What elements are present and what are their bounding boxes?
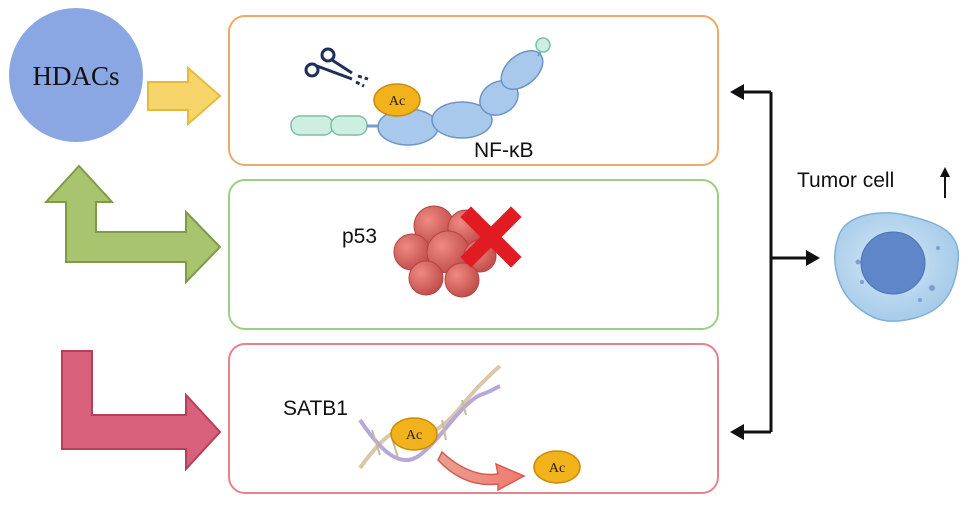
bracket-arrowhead-bottom — [730, 424, 744, 440]
satb1-acetyl-bound-label: Ac — [406, 428, 422, 443]
yellow-arrow — [147, 65, 222, 127]
satb1-acetyl-released — [533, 450, 581, 484]
nfkb-label: NF-κB — [474, 139, 534, 162]
nfkb-acetyl-label: Ac — [389, 94, 405, 109]
satb1-acetyl-released-label: Ac — [549, 461, 565, 476]
cell-nucleus — [860, 231, 926, 295]
satb1-panel: SATB1 Ac Ac — [228, 343, 719, 494]
dna-helix-icon — [358, 364, 502, 470]
nfkb-acetyl-group — [373, 83, 421, 117]
red-arrow — [61, 350, 222, 472]
p53-label: p53 — [342, 225, 377, 248]
hdacs-node: HDACs — [9, 8, 143, 142]
green-arrow — [43, 164, 222, 285]
nfkb-panel: Ac NF-κB — [228, 15, 719, 166]
hdacs-label: HDACs — [32, 61, 119, 91]
satb1-panel-border — [228, 343, 719, 494]
satb1-acetyl-bound — [390, 417, 438, 451]
tumor-cell — [834, 212, 960, 322]
bracket-arrowhead-right — [806, 250, 820, 266]
scissors-icon — [304, 47, 369, 88]
satb1-label: SATB1 — [283, 397, 348, 420]
nfkb-protein — [290, 37, 551, 146]
release-arrow — [437, 450, 526, 492]
up-arrow-icon — [940, 167, 950, 198]
bracket-arrowhead-top — [730, 84, 744, 100]
p53-panel: p53 — [228, 179, 719, 330]
red-cross-icon — [460, 206, 522, 268]
tumor-cell-label: Tumor cell — [797, 169, 894, 192]
hdacs-circle — [9, 8, 143, 142]
feedback-bracket — [736, 90, 812, 434]
